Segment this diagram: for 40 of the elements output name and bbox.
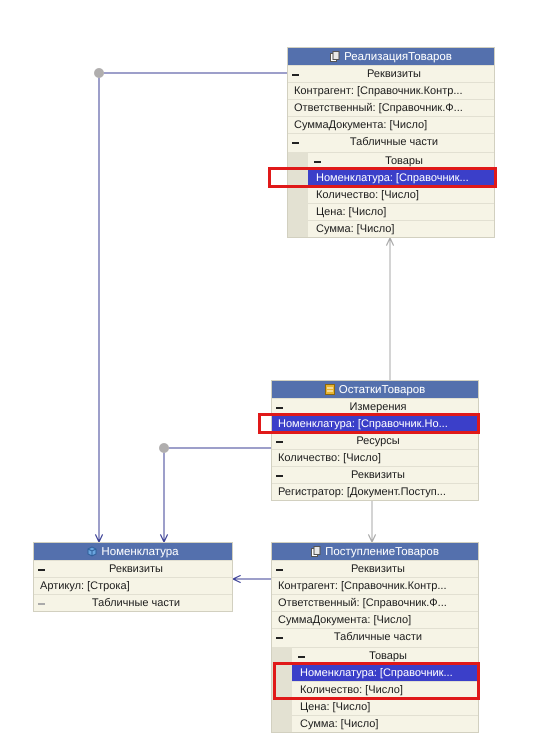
field-row: Цена: [Число] [300, 701, 370, 713]
connector-arrow [159, 443, 272, 542]
field-row: Контрагент: [Справочник.Контр... [294, 85, 463, 97]
field-row: Ответственный: [Справочник.Ф... [278, 597, 447, 609]
section-header: Товары [369, 650, 407, 662]
section-header: Табличные части [92, 597, 180, 609]
section-header: Товары [385, 155, 423, 167]
table-box [271, 542, 479, 733]
field-row: СуммаДокумента: [Число] [294, 119, 428, 131]
table-title: РеализацияТоваров [344, 50, 452, 62]
field-row: Цена: [Число] [316, 206, 386, 218]
field-row: Контрагент: [Справочник.Контр... [278, 580, 447, 592]
field-row: Ответственный: [Справочник.Ф... [294, 102, 463, 114]
section-header: Табличные части [334, 631, 422, 643]
table-box [33, 542, 233, 612]
field-row: Количество: [Число] [316, 189, 419, 201]
section-header: Измерения [349, 401, 407, 413]
field-row: Регистратор: [Документ.Поступ... [278, 486, 446, 498]
field-row: СуммаДокумента: [Число] [278, 614, 412, 626]
table-box [271, 380, 479, 501]
connector-arrow [368, 500, 376, 543]
section-header: Ресурсы [356, 435, 400, 447]
table-title: ОстаткиТоваров [338, 384, 426, 396]
connector-arrow [94, 68, 288, 542]
section-header: Табличные части [350, 136, 438, 148]
table-box [287, 47, 495, 238]
field-row: Сумма: [Число] [316, 223, 394, 235]
field-row: Количество: [Число] [300, 684, 403, 696]
section-header: Реквизиты [351, 469, 405, 481]
section-header: Реквизиты [109, 563, 163, 575]
section-header: Реквизиты [351, 563, 405, 575]
field-row: Артикул: [Строка] [40, 580, 130, 592]
table-title: Номенклатура [101, 546, 179, 558]
section-header: Реквизиты [367, 68, 421, 80]
selected-field-row: Номенклатура: [Справочник... [292, 664, 478, 681]
connector-arrow [232, 574, 272, 584]
field-row: Сумма: [Число] [300, 718, 378, 730]
field-row: Количество: [Число] [278, 452, 381, 464]
connector-arrow [386, 237, 394, 380]
table-title: ПоступлениеТоваров [325, 546, 439, 558]
